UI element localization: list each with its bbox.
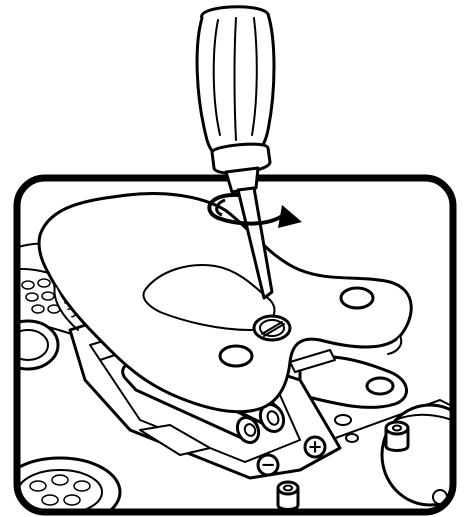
polarity-negative: − <box>258 455 278 476</box>
positive-label: + <box>307 437 322 458</box>
left-round-button <box>0 321 58 369</box>
cover-hole-right <box>341 288 373 308</box>
polarity-positive: + <box>305 437 325 458</box>
negative-label: − <box>260 455 275 476</box>
hole-1 <box>335 415 351 425</box>
post-bottom <box>278 482 298 510</box>
screw <box>254 316 290 340</box>
rotation-arrowhead <box>278 205 302 228</box>
hole-2 <box>346 434 358 442</box>
post-right <box>386 422 408 451</box>
cover-hole-left <box>220 346 252 366</box>
device-scene: − + <box>0 194 467 517</box>
